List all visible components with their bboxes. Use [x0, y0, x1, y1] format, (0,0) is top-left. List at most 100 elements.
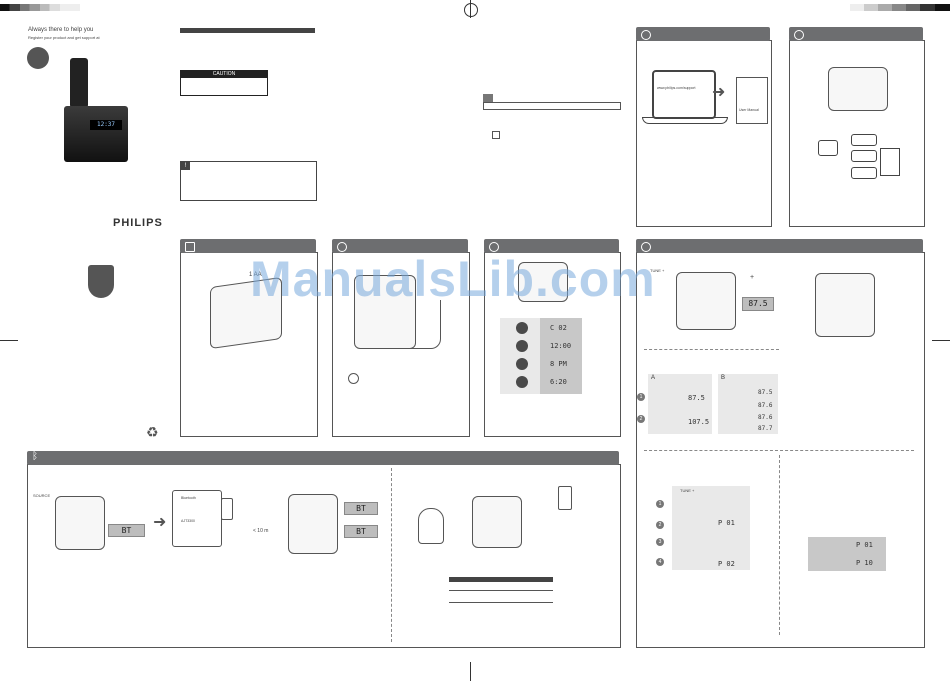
clock-steps-box: C 02 12:00 8 PM 6:20	[500, 318, 582, 394]
bt-device-illustration-3	[472, 496, 522, 548]
radio-a-freq-2: 107.5	[688, 418, 710, 426]
laptop-base	[642, 117, 728, 124]
radio-section-b-letter: B	[721, 375, 726, 381]
bt-display-1: BT	[108, 524, 145, 537]
dock-adapter-1	[851, 134, 877, 146]
time-display-c: 8 PM	[550, 360, 567, 368]
preset-step-4: 4	[656, 558, 664, 566]
power-device-illustration	[354, 275, 416, 349]
battery-icon	[185, 242, 195, 252]
bt-table-line-1	[449, 590, 553, 591]
support-url: www.philips.com/support	[657, 86, 696, 90]
bt-device-illustration-1	[55, 496, 105, 550]
radio-divider-vertical	[779, 455, 780, 635]
radio-section-b: B 87.5 87.6 87.6 87.7	[718, 374, 778, 434]
preset-steps-box: TUNE + P 01 P 02	[672, 486, 750, 570]
bluetooth-tab: ᛒ	[27, 451, 619, 465]
radio-device-illustration	[676, 272, 736, 330]
radio-b-freq-2: 87.6	[758, 402, 773, 409]
dock-adapter-2	[851, 150, 877, 162]
crop-mark-top-center-circle	[464, 3, 478, 17]
radio-a-freq-1: 87.5	[688, 394, 705, 402]
clock-steps-grey	[540, 318, 582, 394]
radio-divider-2	[644, 450, 914, 451]
clock-button-2	[516, 340, 528, 352]
time-display-a: C 02	[550, 324, 567, 332]
bt-bluetooth-label: Bluetooth	[181, 496, 196, 500]
time-display-b: 12:00	[550, 342, 572, 350]
user-manual-doc: User Manual	[736, 77, 768, 124]
bt-tablet-illustration: Bluetooth AJT3300	[172, 490, 222, 547]
bt-distance: < 10 m	[253, 528, 269, 534]
radio-icon	[641, 242, 651, 252]
note-bar	[483, 102, 621, 110]
globe-icon	[641, 30, 651, 40]
recycle-icon: ♻	[146, 424, 159, 440]
watermark: ManualsLib.com	[250, 251, 656, 307]
crop-mark-bottom	[470, 662, 471, 681]
radio-b-freq-1: 87.5	[758, 389, 773, 396]
preset-step-3: 3	[656, 538, 664, 546]
speaker-display-image: 12:37	[90, 120, 122, 130]
adapter-illustration	[818, 140, 838, 156]
laptop-illustration: www.philips.com/support	[652, 70, 716, 119]
crop-mark-right	[932, 340, 950, 341]
radio-freq-display: 87.5	[742, 297, 774, 311]
bt-table-line-2	[449, 602, 553, 603]
header-register: Register your product and get support at	[28, 35, 100, 40]
radio-vol-label: +	[750, 274, 755, 281]
product-photo: 12:37	[60, 58, 132, 168]
header-tagline: Always there to help you	[28, 27, 94, 33]
time-display-d: 6:20	[550, 378, 567, 386]
bluetooth-panel	[27, 464, 621, 648]
preset-display-2: P 02	[718, 560, 735, 568]
bt-arrow-1: ➜	[153, 514, 167, 531]
bt-device-illustration-2	[288, 494, 338, 554]
radio-b-freq-4: 87.7	[758, 425, 773, 432]
bt-display-2: BT	[344, 502, 378, 515]
bt-display-3: BT	[344, 525, 378, 538]
radio-section-a: A 87.5 107.5	[648, 374, 712, 434]
clock-icon	[489, 242, 499, 252]
warning-icon: !	[181, 162, 190, 170]
clock-button-3	[516, 358, 528, 370]
product-badge	[27, 47, 49, 69]
plug-icon	[337, 242, 347, 252]
clock-device-illustration	[518, 262, 568, 302]
crop-mark-left	[0, 340, 18, 341]
bt-phone-call-illustration	[558, 486, 572, 510]
brand-wordmark: PHILIPS	[113, 217, 163, 229]
power-tab	[332, 239, 468, 253]
warning-box: !	[180, 161, 317, 201]
calibration-bar-right	[850, 4, 950, 11]
radio-step-2: 2	[637, 415, 645, 423]
calibration-bar-left	[0, 4, 80, 11]
note-checkbox	[492, 131, 500, 139]
power-cable	[398, 300, 441, 349]
philips-shield-logo	[88, 265, 114, 298]
dock-adapter-3	[851, 167, 877, 179]
preset-recall-box: P 01 P 10	[808, 537, 886, 571]
radio-tune-label: TUNE +	[650, 268, 665, 273]
bt-phone-illustration	[221, 498, 233, 520]
box-icon	[794, 30, 804, 40]
radio-b-freq-3: 87.6	[758, 414, 773, 421]
radio-antenna-device	[815, 273, 875, 337]
leaflet-illustration	[880, 148, 900, 176]
preset-recall-2: P 10	[856, 559, 873, 567]
preset-step-1: 1	[656, 500, 664, 508]
radio-divider-1	[644, 349, 779, 350]
preset-recall-1: P 01	[856, 541, 873, 549]
radio-tab	[636, 239, 923, 253]
speaker-unit-illustration	[828, 67, 888, 111]
manual-label: User Manual	[739, 108, 759, 112]
clock-tab	[484, 239, 619, 253]
bt-pair-name: AJT3300	[181, 519, 196, 523]
bt-divider-vertical	[391, 468, 392, 642]
caution-label-box: CAUTION	[180, 70, 268, 96]
note-icon	[483, 94, 493, 102]
bt-source-label: SOURCE	[33, 493, 51, 498]
clock-button-1	[516, 322, 528, 334]
box-contents-tab	[789, 27, 923, 41]
clock-button-4	[516, 376, 528, 388]
